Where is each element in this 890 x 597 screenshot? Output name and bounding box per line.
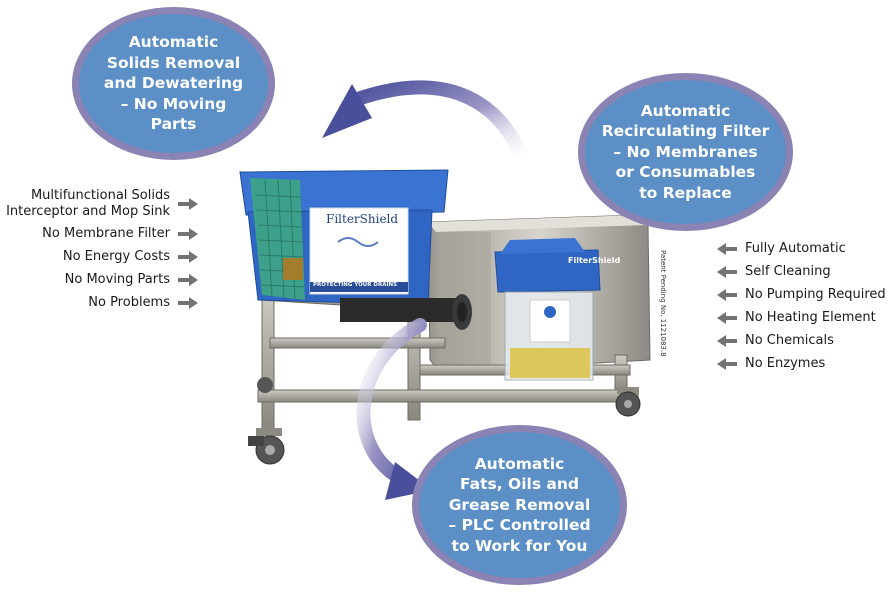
right-feature-item: No Enzymes <box>717 352 886 375</box>
feature-label: No Heating Element <box>745 310 876 325</box>
castor-wheels <box>248 377 641 465</box>
right-feature-item: Fully Automatic <box>717 237 886 260</box>
grease-collection-unit <box>494 238 601 381</box>
right-feature-item: No Heating Element <box>717 306 886 329</box>
left-feature-item: No Membrane Filter <box>6 222 198 245</box>
arrow-left-icon <box>717 311 737 324</box>
right-feature-item: No Chemicals <box>717 329 886 352</box>
bubble-solids-removal: Automatic Solids Removal and Dewatering … <box>72 7 275 160</box>
bubble-text-line: Solids Removal <box>106 53 241 72</box>
bubble-text-line: to Replace <box>639 183 732 202</box>
feature-label: Self Cleaning <box>745 264 831 279</box>
left-feature-item: No Problems <box>6 291 198 314</box>
bubble-text-line: – No Membranes <box>613 142 758 161</box>
arrow-left-icon <box>717 334 737 347</box>
feature-label: No Moving Parts <box>64 272 170 287</box>
bubble-recirculating-filter: Automatic Recirculating Filter – No Memb… <box>578 73 793 231</box>
blue-solids-interceptor <box>239 169 449 306</box>
bubble-text-line: Parts <box>150 115 197 134</box>
feature-label: No Pumping Required <box>745 287 886 302</box>
right-feature-list: Fully Automatic Self Cleaning No Pumping… <box>717 237 886 375</box>
product-brand-label: FilterShield <box>326 212 399 226</box>
arrow-left-icon <box>717 357 737 370</box>
bubble-text-line: Automatic <box>128 33 219 52</box>
feature-label: No Chemicals <box>745 333 834 348</box>
bubble-grease-removal: Automatic Fats, Oils and Grease Removal … <box>412 425 627 585</box>
bubble-text-line: Recirculating Filter <box>601 122 770 141</box>
bubble-text-line: Fats, Oils and <box>459 475 580 494</box>
curved-arrow-top <box>322 80 532 172</box>
arrow-right-icon <box>178 273 198 286</box>
outlet-pipe <box>340 294 472 330</box>
feature-label: No Problems <box>88 295 170 310</box>
feature-label: No Energy Costs <box>62 249 170 264</box>
arrow-left-icon <box>717 242 737 255</box>
bubble-text-line: Grease Removal <box>448 495 591 514</box>
arrow-right-icon <box>178 250 198 263</box>
feature-label: No Membrane Filter <box>42 226 170 241</box>
right-feature-item: No Pumping Required <box>717 283 886 306</box>
bubble-text-line: Automatic <box>640 101 731 120</box>
left-feature-item: Multifunctional Solids Interceptor and M… <box>6 186 198 222</box>
bubble-text-line: – PLC Controlled <box>448 516 591 535</box>
feature-label-line: Multifunctional Solids <box>30 187 170 203</box>
left-feature-item: No Energy Costs <box>6 245 198 268</box>
bubble-text-line: and Dewatering <box>103 74 244 93</box>
bubble-text-line: Automatic <box>474 454 565 473</box>
right-feature-item: Self Cleaning <box>717 260 886 283</box>
left-feature-item: No Moving Parts <box>6 268 198 291</box>
left-feature-list: Multifunctional Solids Interceptor and M… <box>6 186 198 314</box>
feature-label-line: Interceptor and Mop Sink <box>6 204 170 219</box>
arrow-left-icon <box>717 288 737 301</box>
bubble-text-line: – No Moving <box>120 94 227 113</box>
arrow-right-icon <box>178 296 198 309</box>
feature-label: Fully Automatic <box>745 241 846 256</box>
bubble-text-line: to Work for You <box>451 536 588 555</box>
arrow-right-icon <box>178 198 198 210</box>
unit-brand-label: FilterShield <box>568 256 621 265</box>
feature-label: No Enzymes <box>745 356 826 371</box>
patent-notice: Patent Pending No. 1121083.8 <box>659 250 667 357</box>
product-tagline-label: PROTECTING YOUR DRAINS <box>313 282 398 288</box>
arrow-right-icon <box>178 227 198 240</box>
feature-label: Multifunctional Solids Interceptor and M… <box>6 188 170 221</box>
bubble-text-line: or Consumables <box>615 163 756 182</box>
arrow-left-icon <box>717 265 737 278</box>
